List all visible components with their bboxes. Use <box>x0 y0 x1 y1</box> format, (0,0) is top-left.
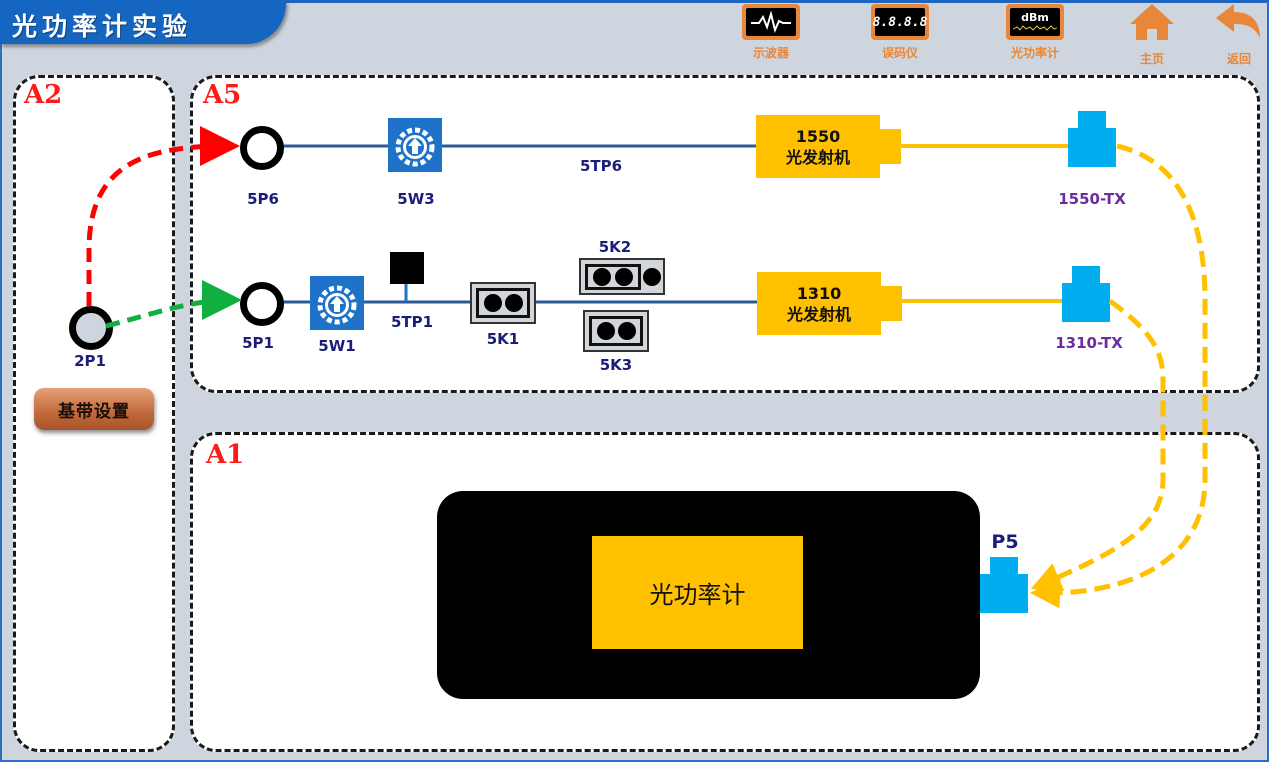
jumper-5k3[interactable] <box>583 310 649 352</box>
rotary-knob-icon <box>317 285 357 325</box>
potentiometer-5w3[interactable] <box>388 118 442 172</box>
rotary-knob-icon <box>395 127 435 167</box>
title-tab: 光功率计实验 <box>0 0 286 44</box>
port-5p1[interactable] <box>240 282 284 326</box>
port-2p1-label: 2P1 <box>74 352 106 370</box>
toolbar-label: 主页 <box>1139 52 1164 66</box>
fiber-port-1550-tx[interactable] <box>1068 111 1116 167</box>
port-2p1[interactable] <box>69 306 113 350</box>
testpoint-5tp1[interactable] <box>390 252 424 284</box>
oscilloscope-icon <box>746 8 796 36</box>
region-a2-label: A2 <box>24 80 63 110</box>
potentiometer-5w1[interactable] <box>310 276 364 330</box>
jumper-5k2-label: 5K2 <box>598 238 632 256</box>
home-icon <box>1130 4 1174 40</box>
back-arrow-icon <box>1216 4 1260 38</box>
potentiometer-5w3-label: 5W3 <box>397 190 435 208</box>
toolbar-bert-button[interactable]: 8.8.8.8 误码仪 <box>871 4 929 61</box>
port-5p6[interactable] <box>240 126 284 170</box>
bert-display: 8.8.8.8 <box>872 14 928 30</box>
power-meter-icon: dBm <box>1010 8 1060 36</box>
toolbar-label: 光功率计 <box>1010 46 1059 60</box>
fiber-port-1310-tx[interactable] <box>1062 266 1110 322</box>
toolbar-oscilloscope-button[interactable]: 示波器 <box>742 4 800 61</box>
region-a5-label: A5 <box>203 80 242 110</box>
potentiometer-5w1-label: 5W1 <box>318 337 356 355</box>
toolbar-label: 误码仪 <box>881 46 918 60</box>
power-meter-screen: 光功率计 <box>592 536 803 649</box>
optical-power-meter: 光功率计 <box>437 491 980 699</box>
baseband-settings-button[interactable]: 基带设置 <box>34 388 154 430</box>
page-title: 光功率计实验 <box>12 12 193 41</box>
port-5p1-label: 5P1 <box>242 334 274 352</box>
fiber-port-p5-label: P5 <box>991 531 1019 553</box>
transmitter-name: 光发射机 <box>786 304 851 324</box>
fiber-port-1310-tx-label: 1310-TX <box>1055 334 1123 352</box>
jumper-5k1[interactable] <box>470 282 536 324</box>
transmitter-name: 光发射机 <box>785 147 850 167</box>
jumper-5k3-label: 5K3 <box>599 356 633 374</box>
jumper-5k2[interactable] <box>579 258 665 295</box>
transmitter-wavelength: 1550 <box>795 126 841 146</box>
fiber-port-p5[interactable] <box>980 557 1028 613</box>
transmitter-1550: 1550 光发射机 <box>756 115 901 178</box>
jumper-5k1-label: 5K1 <box>486 330 520 348</box>
transmitter-1310: 1310 光发射机 <box>757 272 902 335</box>
testpoint-5tp1-label: 5TP1 <box>390 313 434 331</box>
toolbar-label: 示波器 <box>752 46 789 60</box>
toolbar-home-button[interactable]: 主页 <box>1124 2 1180 67</box>
port-5p6-label: 5P6 <box>247 190 279 208</box>
transmitter-wavelength: 1310 <box>796 283 842 303</box>
toolbar-back-button[interactable]: 返回 <box>1214 2 1264 67</box>
fiber-port-1550-tx-label: 1550-TX <box>1058 190 1126 208</box>
region-a1-label: A1 <box>206 440 245 470</box>
testpoint-5tp6-label: 5TP6 <box>579 157 623 175</box>
toolbar-label: 返回 <box>1226 52 1251 66</box>
power-meter-display: dBm <box>1021 11 1049 24</box>
error-meter-icon: 8.8.8.8 <box>872 8 928 36</box>
toolbar-power-meter-button[interactable]: dBm 光功率计 <box>1006 4 1064 61</box>
